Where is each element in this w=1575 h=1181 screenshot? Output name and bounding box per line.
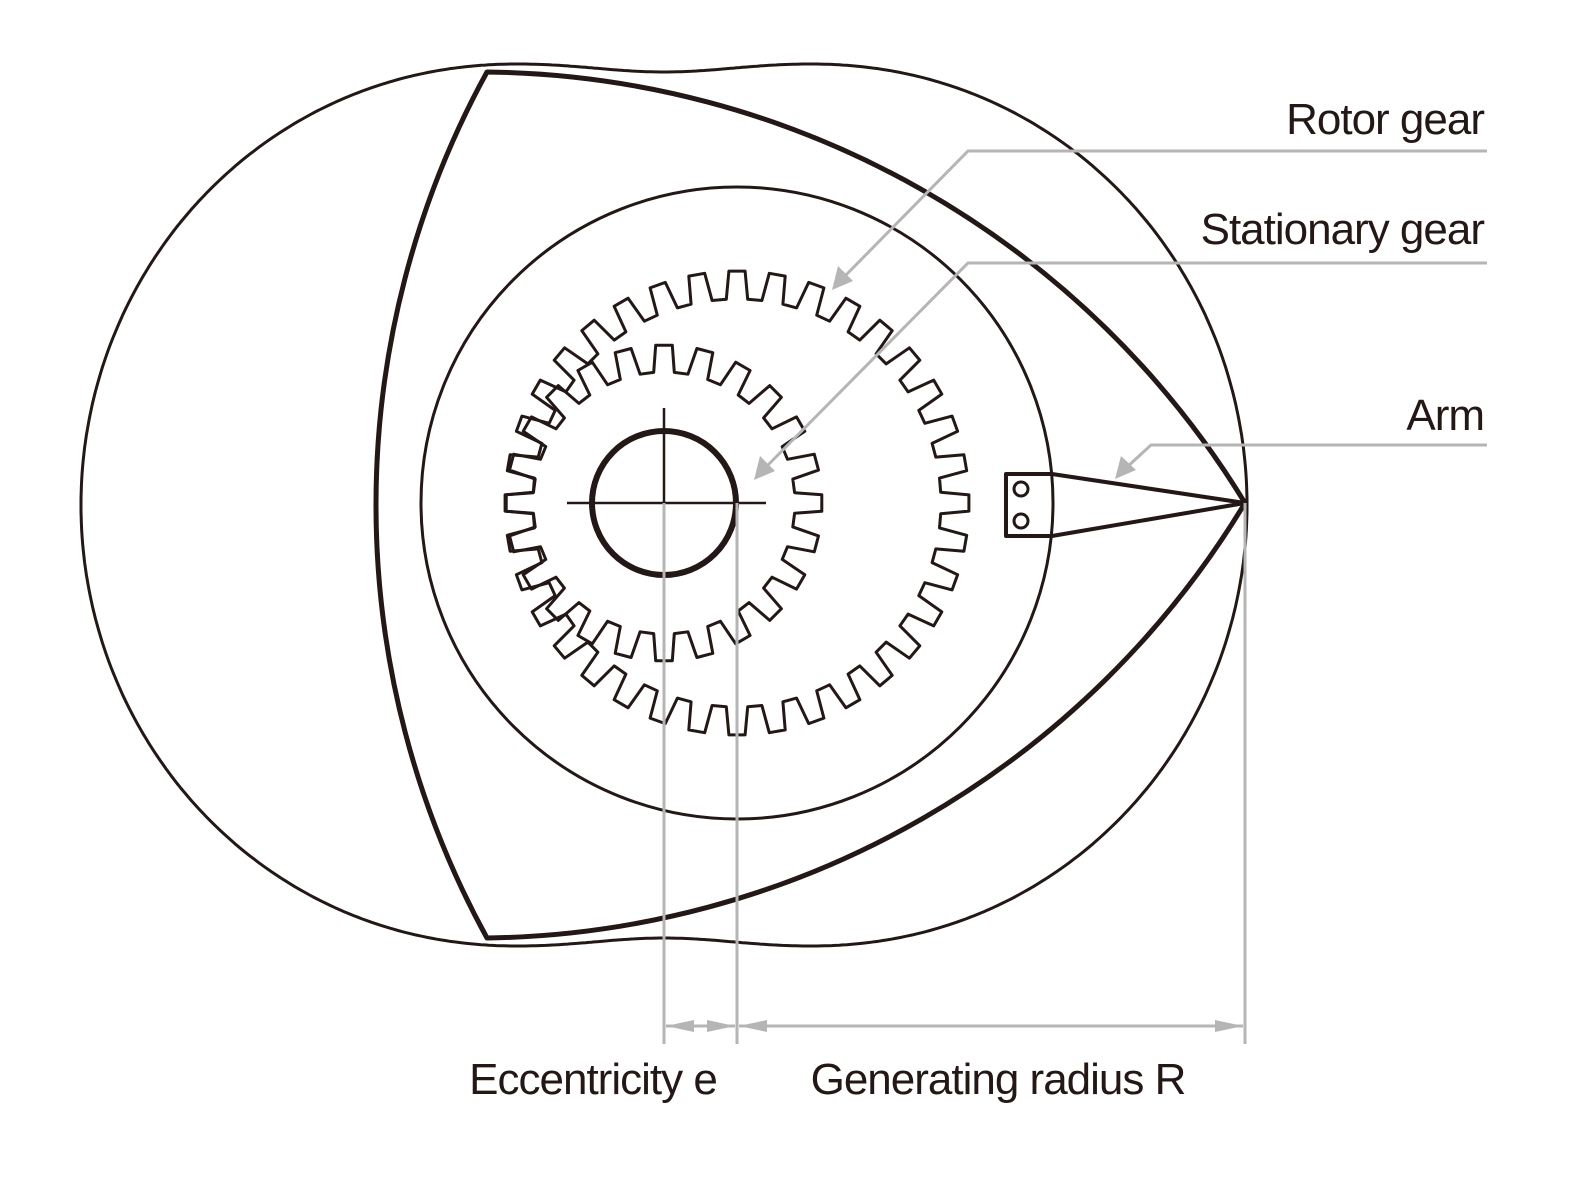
arm-hole xyxy=(1012,480,1030,498)
arrow-left-icon xyxy=(739,1020,767,1032)
leader-rotor-gear xyxy=(832,149,1487,290)
arm-body xyxy=(1004,472,1247,538)
housing-epitrochoid xyxy=(79,62,1249,948)
arrow-right-icon xyxy=(707,1020,735,1032)
arrow-icon xyxy=(832,266,853,290)
arm xyxy=(1004,472,1247,538)
label-eccentricity: Eccentricity e xyxy=(469,1055,717,1104)
leader-line xyxy=(1124,443,1487,470)
arrow-icon xyxy=(1115,456,1136,479)
leader-stationary-gear xyxy=(754,261,1487,480)
arm-hole xyxy=(1012,512,1030,530)
label-generating-radius: Generating radius R xyxy=(811,1055,1186,1104)
leader-line xyxy=(765,261,1487,468)
label-rotor-gear: Rotor gear xyxy=(1286,95,1484,144)
leader-line xyxy=(843,149,1487,278)
label-arm: Arm xyxy=(1406,391,1484,440)
dimension-lines xyxy=(662,503,1247,1044)
arrow-right-icon xyxy=(1215,1020,1243,1032)
label-stationary-gear: Stationary gear xyxy=(1201,205,1485,254)
stationary-gear xyxy=(504,343,824,663)
arrow-icon xyxy=(754,456,775,480)
rotor-flank xyxy=(373,69,1248,941)
leader-arm xyxy=(1115,443,1487,479)
arrow-left-icon xyxy=(666,1020,694,1032)
